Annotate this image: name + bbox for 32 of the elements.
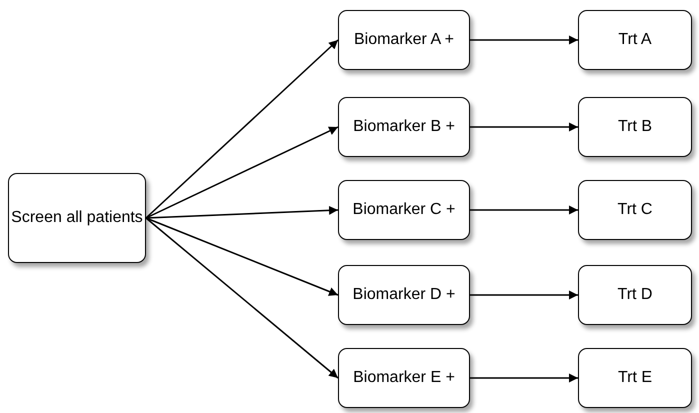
process-box bbox=[578, 348, 692, 408]
process-box bbox=[578, 97, 692, 157]
process-box bbox=[578, 180, 692, 240]
process-box bbox=[578, 265, 692, 325]
box-label: Trt D bbox=[618, 285, 652, 305]
arrow bbox=[146, 217, 338, 379]
arrow bbox=[146, 126, 338, 219]
arrow bbox=[146, 206, 338, 219]
box-label: Biomarker B + bbox=[353, 117, 455, 137]
arrow bbox=[470, 122, 578, 132]
process-box bbox=[338, 10, 470, 70]
box-label: Trt B bbox=[618, 117, 652, 137]
arrow bbox=[145, 39, 339, 219]
arrow bbox=[470, 374, 578, 382]
box-label: Biomarker A + bbox=[354, 30, 454, 50]
box-label: Trt A bbox=[618, 30, 652, 50]
box-label: Trt C bbox=[618, 200, 652, 220]
arrow bbox=[146, 217, 338, 296]
box-label: Screen all patients bbox=[11, 208, 143, 228]
box-label: Biomarker D + bbox=[352, 285, 456, 305]
process-box bbox=[338, 97, 470, 157]
arrow bbox=[470, 206, 578, 214]
arrow bbox=[470, 290, 578, 300]
box-label: Biomarker C + bbox=[352, 200, 456, 220]
process-box bbox=[8, 173, 146, 263]
arrow bbox=[470, 36, 578, 44]
process-box bbox=[338, 348, 470, 408]
process-box bbox=[338, 265, 470, 325]
process-box bbox=[338, 180, 470, 240]
process-box bbox=[578, 10, 692, 70]
box-label: Biomarker E + bbox=[353, 368, 455, 388]
box-label: Trt E bbox=[618, 368, 652, 388]
